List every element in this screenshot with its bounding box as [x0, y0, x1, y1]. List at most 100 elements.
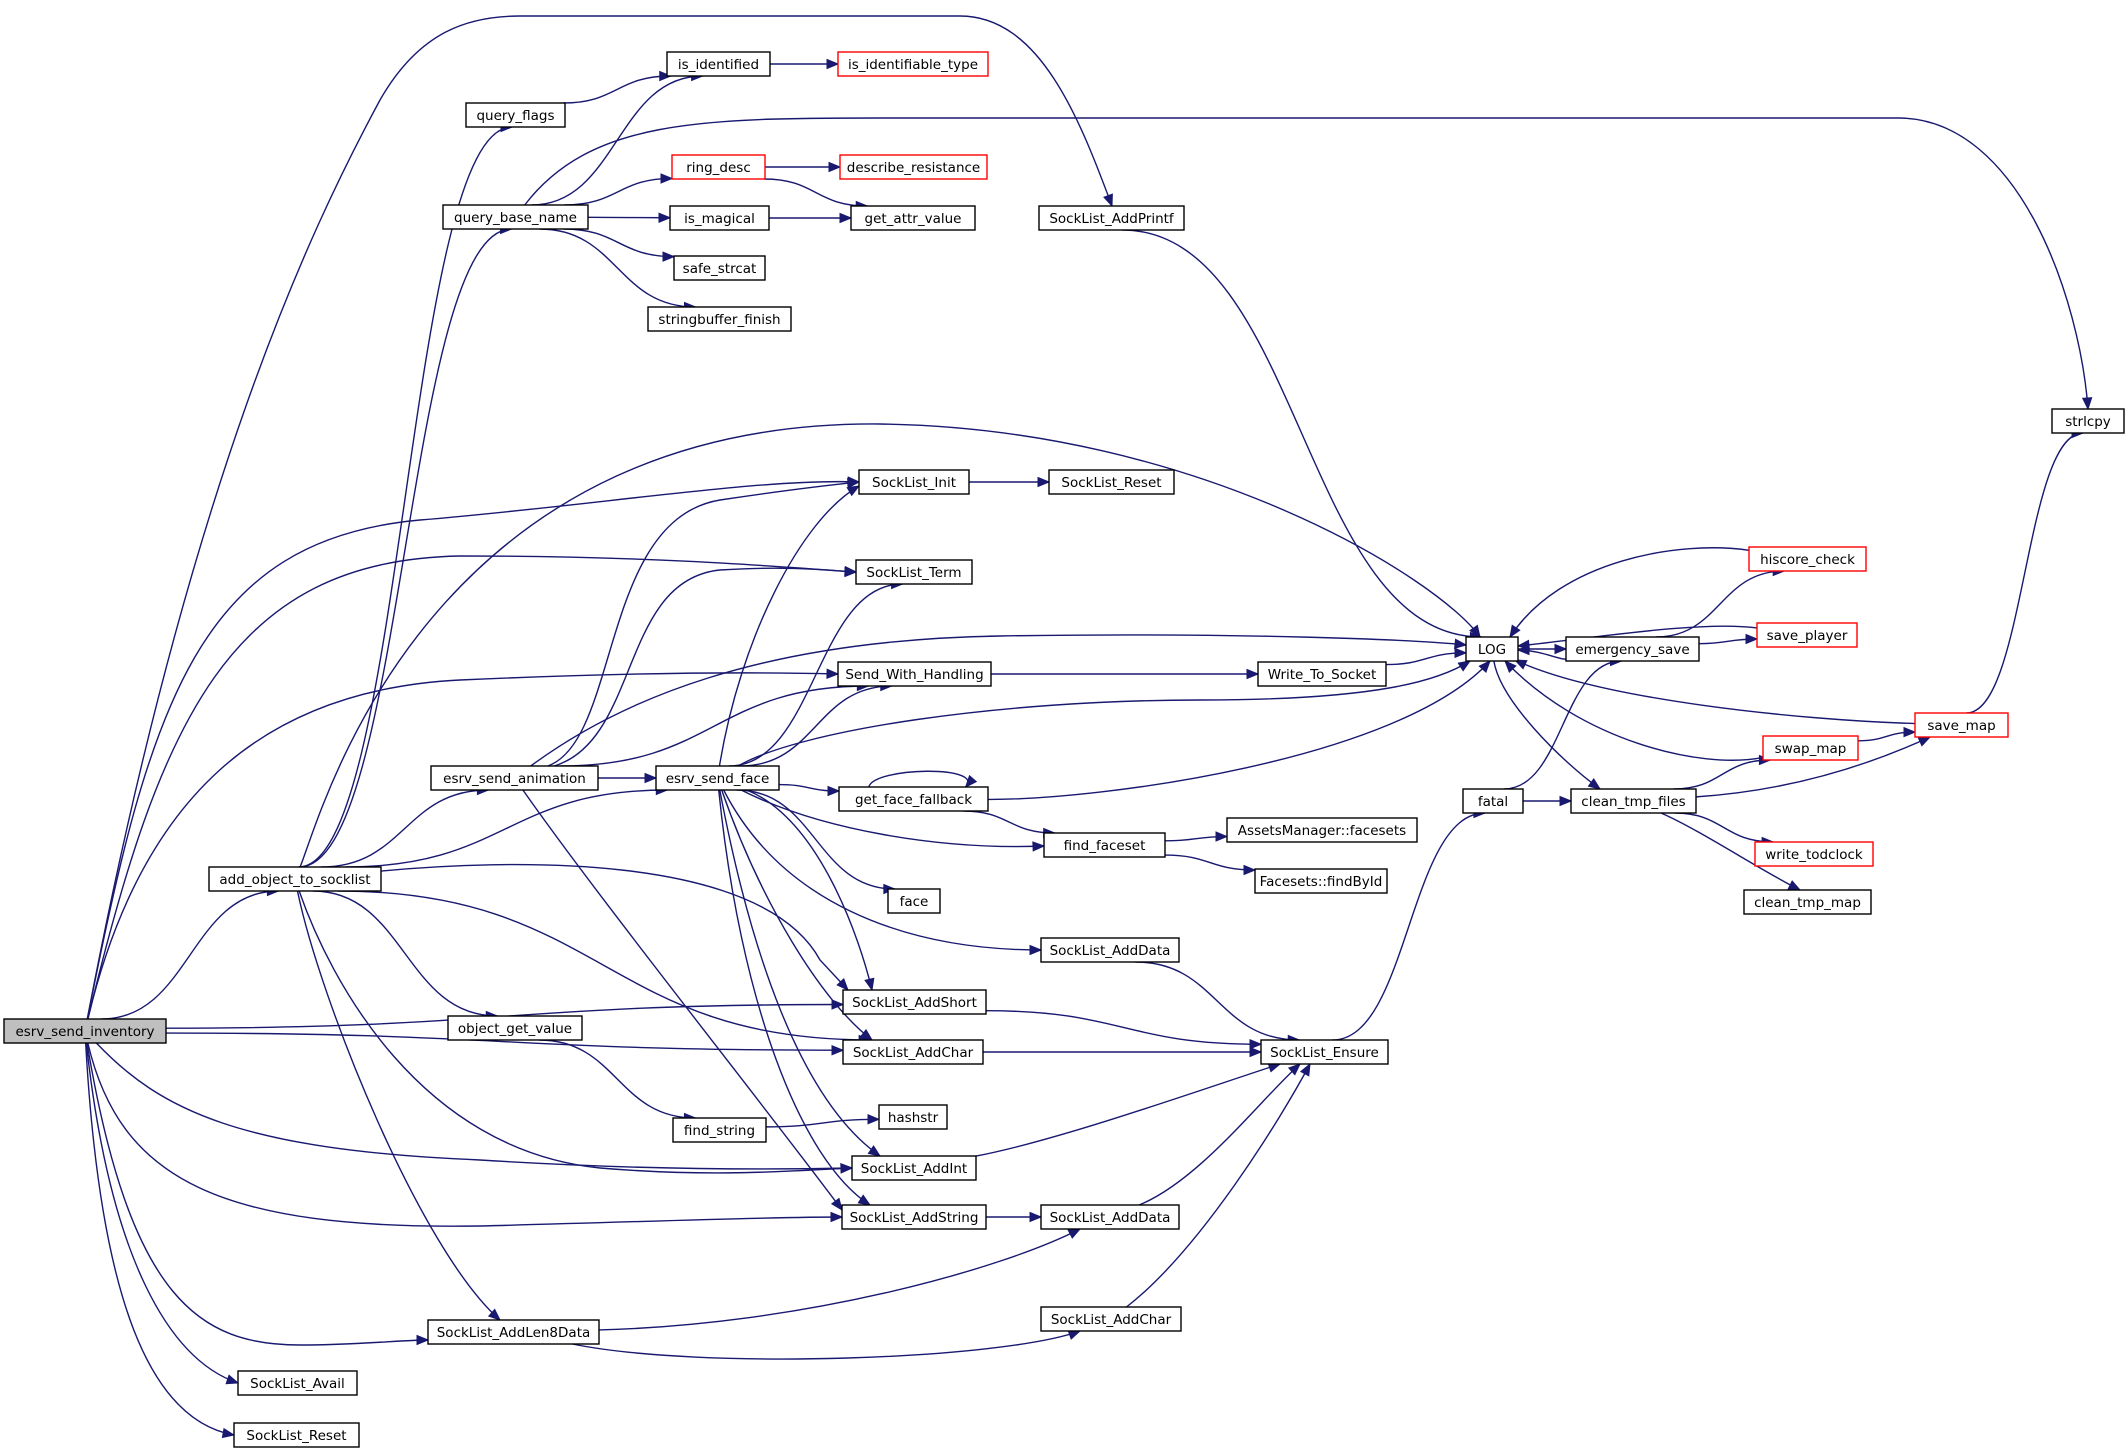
node-box[interactable] — [669, 205, 770, 231]
node-box[interactable] — [1226, 817, 1418, 843]
node-socklist-adddata-2[interactable]: SockList_AddData — [1040, 1204, 1180, 1230]
node-box[interactable] — [837, 51, 989, 77]
node-hashstr[interactable]: hashstr — [878, 1104, 948, 1130]
node-box[interactable] — [851, 1155, 977, 1181]
node-socklist-init[interactable]: SockList_Init — [858, 469, 970, 495]
node-socklist-addchar-1[interactable]: SockList_AddChar — [842, 1039, 984, 1065]
node-box[interactable] — [1754, 841, 1874, 867]
node-box[interactable] — [1254, 868, 1388, 894]
node-clean-tmp-files[interactable]: clean_tmp_files — [1570, 788, 1697, 814]
node-box[interactable] — [842, 989, 987, 1015]
node-box[interactable] — [233, 1422, 360, 1448]
node-get-face-fallback[interactable]: get_face_fallback — [838, 786, 989, 812]
node-box[interactable] — [1048, 469, 1175, 495]
node-send-with-handling[interactable]: Send_With_Handling — [837, 661, 992, 687]
node-box[interactable] — [887, 888, 941, 914]
node-box[interactable] — [1465, 636, 1519, 662]
node-add-object-to-socklist[interactable]: add_object_to_socklist — [208, 866, 382, 892]
node-box[interactable] — [655, 765, 780, 791]
node-box[interactable] — [465, 102, 566, 128]
node-save-player[interactable]: save_player — [1756, 622, 1858, 648]
node-query-flags[interactable]: query_flags — [465, 102, 566, 128]
node-find-string[interactable]: find_string — [672, 1117, 767, 1143]
node-box[interactable] — [850, 205, 976, 231]
node-is-magical[interactable]: is_magical — [669, 205, 770, 231]
node-esrv-send-face[interactable]: esrv_send_face — [655, 765, 780, 791]
node-socklist-term[interactable]: SockList_Term — [855, 559, 973, 585]
node-box[interactable] — [237, 1370, 358, 1396]
node-box[interactable] — [1762, 735, 1859, 761]
node-box[interactable] — [855, 559, 973, 585]
node-box[interactable] — [878, 1104, 948, 1130]
node-write-todclock[interactable]: write_todclock — [1754, 841, 1874, 867]
node-socklist-adddata-1[interactable]: SockList_AddData — [1040, 937, 1180, 963]
node-socklist-avail[interactable]: SockList_Avail — [237, 1370, 358, 1396]
node-face[interactable]: face — [887, 888, 941, 914]
node-box[interactable] — [666, 51, 771, 77]
node-box[interactable] — [442, 204, 589, 230]
node-socklist-addint[interactable]: SockList_AddInt — [851, 1155, 977, 1181]
node-get-attr-value[interactable]: get_attr_value — [850, 205, 976, 231]
node-box[interactable] — [1743, 889, 1872, 915]
node-box[interactable] — [1038, 205, 1185, 231]
node-socklist-addlen8data[interactable]: SockList_AddLen8Data — [427, 1319, 600, 1345]
node-box[interactable] — [647, 306, 792, 332]
node-box[interactable] — [671, 154, 766, 180]
node-box[interactable] — [3, 1018, 167, 1044]
node-box[interactable] — [858, 469, 970, 495]
node-box[interactable] — [1040, 937, 1180, 963]
node-find-faceset[interactable]: find_faceset — [1043, 832, 1166, 858]
node-hiscore-check[interactable]: hiscore_check — [1748, 546, 1867, 572]
node-box[interactable] — [1040, 1204, 1180, 1230]
node-box[interactable] — [1570, 788, 1697, 814]
node-box[interactable] — [1565, 636, 1700, 662]
node-box[interactable] — [208, 866, 382, 892]
node-socklist-reset-2[interactable]: SockList_Reset — [233, 1422, 360, 1448]
node-box[interactable] — [2051, 408, 2125, 434]
node-socklist-addprintf[interactable]: SockList_AddPrintf — [1038, 205, 1185, 231]
node-box[interactable] — [1043, 832, 1166, 858]
node-is-identified[interactable]: is_identified — [666, 51, 771, 77]
node-emergency-save[interactable]: emergency_save — [1565, 636, 1700, 662]
node-box[interactable] — [1748, 546, 1867, 572]
node-object-get-value[interactable]: object_get_value — [447, 1015, 583, 1041]
node-box[interactable] — [1257, 661, 1387, 687]
node-box[interactable] — [1462, 788, 1524, 814]
node-is-identifiable-type[interactable]: is_identifiable_type — [837, 51, 989, 77]
node-box[interactable] — [837, 661, 992, 687]
node-clean-tmp-map[interactable]: clean_tmp_map — [1743, 889, 1872, 915]
node-fatal[interactable]: fatal — [1462, 788, 1524, 814]
node-strlcpy[interactable]: strlcpy — [2051, 408, 2125, 434]
node-stringbuffer-finish[interactable]: stringbuffer_finish — [647, 306, 792, 332]
node-describe-resistance[interactable]: describe_resistance — [839, 154, 988, 180]
node-box[interactable] — [672, 1117, 767, 1143]
node-facesets-findbyid[interactable]: Facesets::findById — [1254, 868, 1388, 894]
node-socklist-addshort[interactable]: SockList_AddShort — [842, 989, 987, 1015]
node-box[interactable] — [839, 154, 988, 180]
node-assetsmanager-facesets[interactable]: AssetsManager::facesets — [1226, 817, 1418, 843]
node-box[interactable] — [838, 786, 989, 812]
node-box[interactable] — [1914, 712, 2009, 738]
node-box[interactable] — [1756, 622, 1858, 648]
node-socklist-addchar-2[interactable]: SockList_AddChar — [1040, 1306, 1182, 1332]
node-box[interactable] — [447, 1015, 583, 1041]
node-esrv-send-inventory[interactable]: esrv_send_inventory — [3, 1018, 167, 1044]
node-socklist-ensure[interactable]: SockList_Ensure — [1260, 1039, 1389, 1065]
node-box[interactable] — [427, 1319, 600, 1345]
node-safe-strcat[interactable]: safe_strcat — [673, 255, 766, 281]
node-box[interactable] — [1040, 1306, 1182, 1332]
node-query-base-name[interactable]: query_base_name — [442, 204, 589, 230]
node-socklist-reset-1[interactable]: SockList_Reset — [1048, 469, 1175, 495]
node-box[interactable] — [430, 765, 599, 791]
node-save-map[interactable]: save_map — [1914, 712, 2009, 738]
node-box[interactable] — [673, 255, 766, 281]
node-esrv-send-animation[interactable]: esrv_send_animation — [430, 765, 599, 791]
node-box[interactable] — [842, 1039, 984, 1065]
node-box[interactable] — [1260, 1039, 1389, 1065]
node-socklist-addstring[interactable]: SockList_AddString — [841, 1204, 987, 1230]
node-log[interactable]: LOG — [1465, 636, 1519, 662]
node-write-to-socket[interactable]: Write_To_Socket — [1257, 661, 1387, 687]
node-swap-map[interactable]: swap_map — [1762, 735, 1859, 761]
node-box[interactable] — [841, 1204, 987, 1230]
node-ring-desc[interactable]: ring_desc — [671, 154, 766, 180]
